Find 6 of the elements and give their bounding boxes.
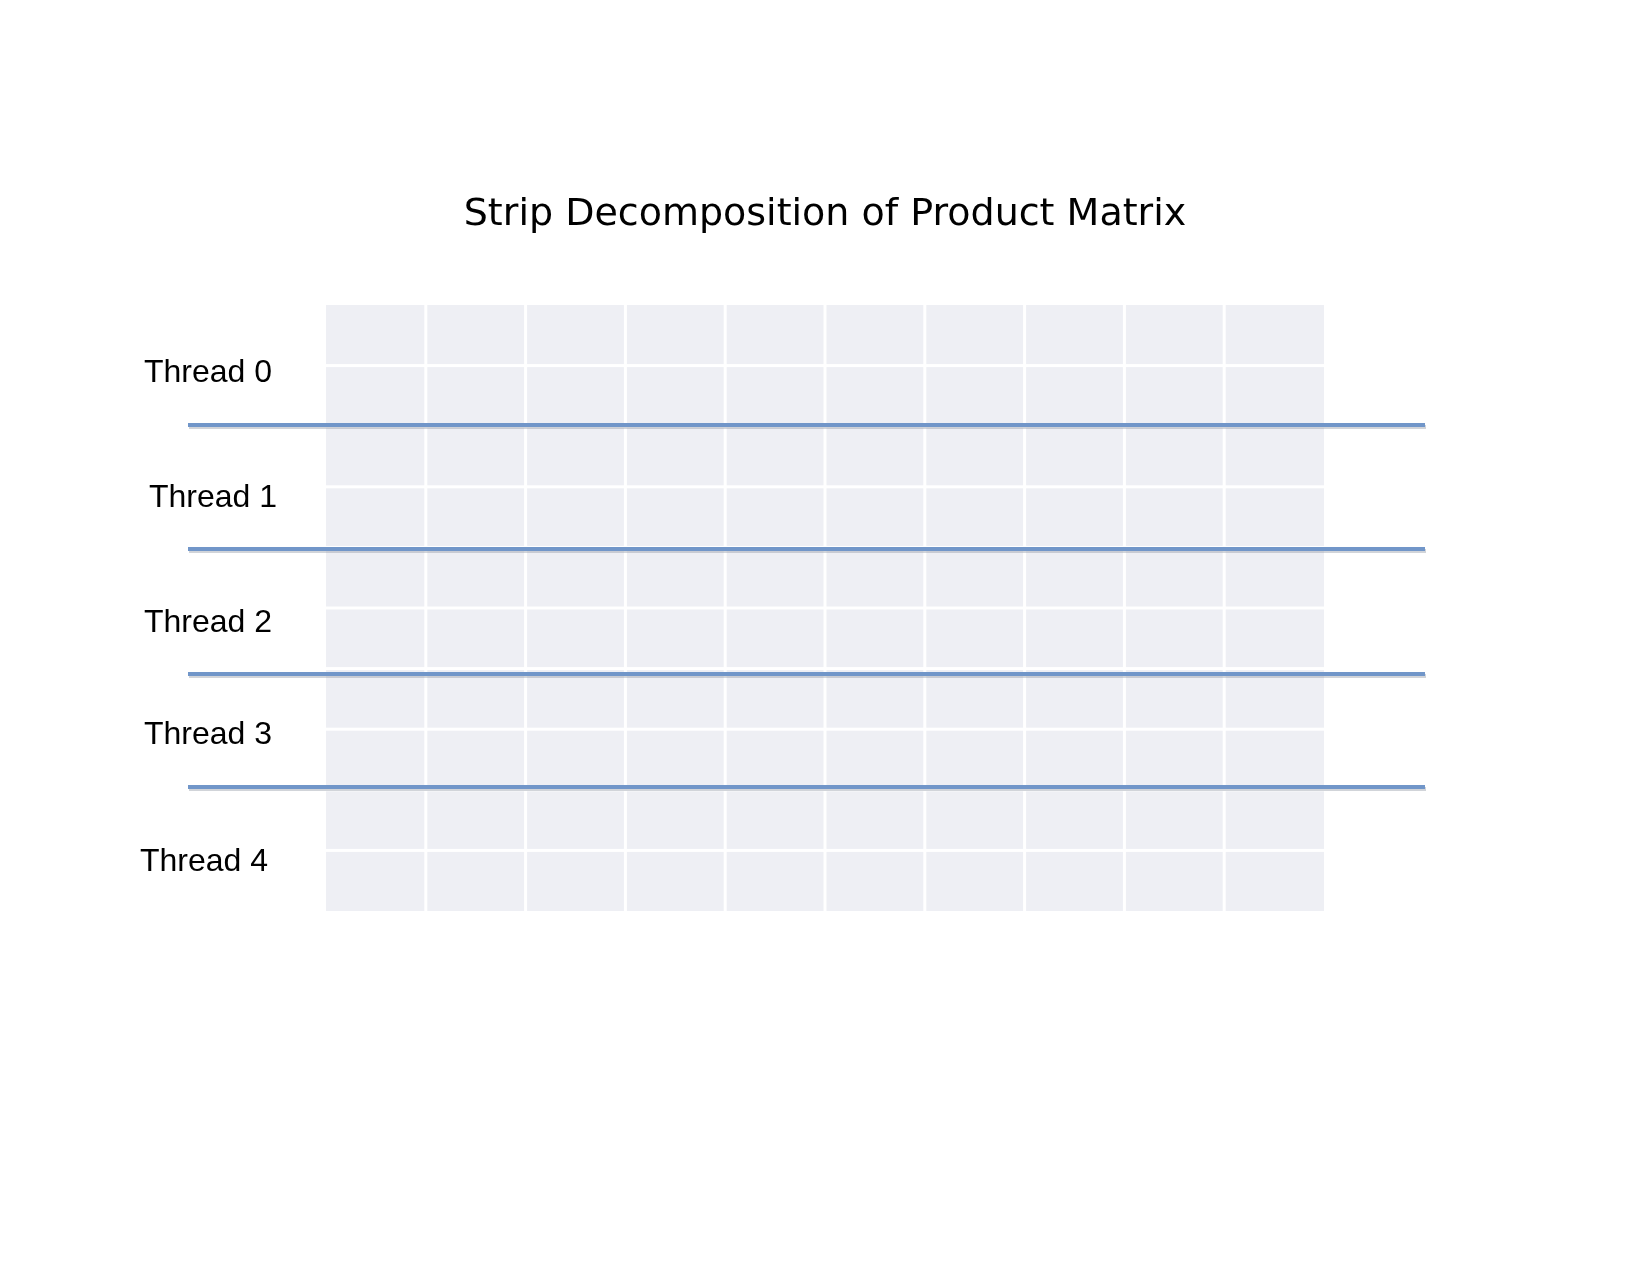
thread-label: Thread 1 — [149, 477, 278, 516]
thread-label: Thread 0 — [144, 352, 273, 391]
diagram-title: Strip Decomposition of Product Matrix — [463, 190, 1187, 234]
thread-label: Thread 3 — [144, 714, 273, 753]
thread-label: Thread 2 — [144, 602, 273, 641]
thread-label: Thread 4 — [140, 841, 269, 880]
